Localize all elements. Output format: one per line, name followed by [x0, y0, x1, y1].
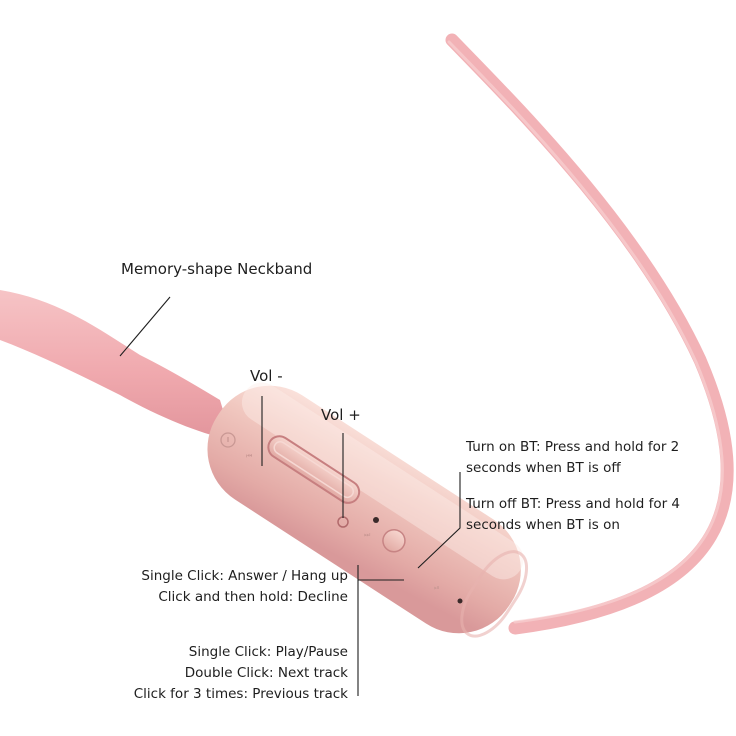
- power-icon: [220, 432, 236, 448]
- thin-cable-highlight: [447, 40, 724, 624]
- label-neckband: Memory-shape Neckband: [121, 260, 313, 278]
- label-vol-minus: Vol -: [250, 367, 283, 385]
- turn-on-line-1: Turn on BT: Press and hold for 2: [466, 439, 680, 455]
- control-housing: [207, 382, 529, 638]
- music-line-2: Double Click: Next track: [184, 665, 348, 681]
- led-indicator-icon: [457, 598, 463, 604]
- previous-track-icon: ⏮: [246, 452, 252, 460]
- microphone-hole-icon: [373, 517, 379, 523]
- svg-text:⏯: ⏯: [434, 584, 440, 592]
- label-call-controls: Single Click: Answer / Hang up Click and…: [141, 566, 348, 608]
- music-line-3: Click for 3 times: Previous track: [133, 686, 348, 702]
- leader-power: [417, 472, 461, 569]
- play-pause-icon: ⏯: [434, 584, 440, 592]
- svg-text:⏭: ⏭: [364, 531, 371, 539]
- label-vol-plus: Vol +: [321, 406, 361, 424]
- turn-off-line-2: seconds when BT is on: [466, 517, 620, 533]
- call-line-2: Click and then hold: Decline: [158, 589, 348, 605]
- label-music-controls: Single Click: Play/Pause Double Click: N…: [134, 642, 348, 705]
- multifunction-button[interactable]: [379, 526, 409, 556]
- neckband-band: [0, 290, 232, 440]
- call-line-1: Single Click: Answer / Hang up: [141, 568, 348, 584]
- leader-neckband: [119, 296, 171, 357]
- turn-on-line-2: seconds when BT is off: [466, 460, 621, 476]
- next-track-icon: ⏭: [364, 531, 371, 539]
- label-turn-off-bt: Turn off BT: Press and hold for 4 second…: [466, 494, 680, 536]
- svg-text:⏮: ⏮: [246, 452, 252, 460]
- leader-lines: [119, 296, 461, 696]
- turn-off-line-1: Turn off BT: Press and hold for 4: [466, 496, 681, 512]
- volume-rocker[interactable]: [264, 432, 363, 507]
- thin-cable: [445, 33, 734, 635]
- label-turn-on-bt: Turn on BT: Press and hold for 2 seconds…: [466, 437, 679, 479]
- music-line-1: Single Click: Play/Pause: [188, 644, 348, 660]
